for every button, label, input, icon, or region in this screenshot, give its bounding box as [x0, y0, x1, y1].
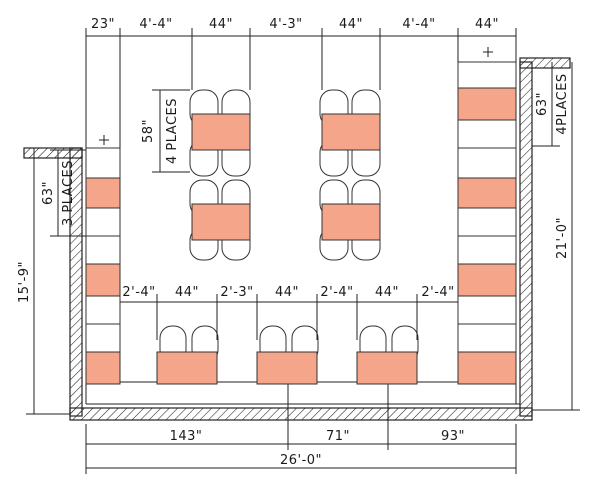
top-dim-6: 4'-4" [402, 17, 435, 32]
middle-dim-5: 2'-4" [320, 285, 353, 300]
middle-dim-1: 2'-4" [122, 285, 155, 300]
center-spacing-note: 4 PLACES [165, 98, 180, 164]
right-spacing-value: 63" [535, 92, 550, 116]
right-spacing-dimension [532, 62, 560, 147]
top-dim-3: 44" [209, 17, 233, 32]
middle-dim-7: 2'-4" [421, 285, 454, 300]
middle-dimension-line [120, 294, 458, 340]
bottom-dim-1: 143" [170, 429, 203, 444]
left-height-dim: 15'-9" [17, 261, 32, 303]
right-height-dimension-line [532, 62, 580, 411]
bottom-dimension-lines [85, 404, 517, 474]
overall-width-dim: 26'-0" [280, 453, 322, 468]
bottom-table-set-1 [156, 325, 219, 385]
bottom-table-set-2 [256, 325, 319, 385]
left-spacing-dimension [50, 149, 86, 237]
center-table-set-1 [189, 89, 251, 177]
center-table-set-2 [319, 89, 381, 177]
top-dim-4: 4'-3" [269, 17, 302, 32]
center-table-set-4 [319, 179, 381, 261]
top-dim-2: 4'-4" [139, 17, 172, 32]
cross-marker-icon [99, 135, 109, 145]
middle-dim-4: 44" [275, 285, 299, 300]
cross-marker-icon [483, 47, 493, 57]
left-height-dimension-line [26, 148, 70, 415]
right-spacing-note: 4PLACES [555, 73, 570, 134]
top-dimension-line [85, 28, 517, 148]
left-booth-seats [85, 147, 121, 353]
bottom-dim-2: 71" [326, 429, 350, 444]
middle-dim-3: 2'-3" [220, 285, 253, 300]
left-spacing-value: 63" [41, 181, 56, 205]
top-right-wall [519, 57, 571, 69]
right-wall [519, 61, 533, 417]
left-booth-tables [85, 177, 121, 385]
bottom-dim-3: 93" [441, 429, 465, 444]
right-height-dim: 21'-0" [555, 217, 570, 259]
right-booth-tables [457, 87, 517, 385]
top-dim-1: 23" [91, 17, 115, 32]
center-table-set-3 [189, 179, 251, 261]
left-spacing-note: 3 PLACES [61, 160, 76, 226]
center-spacing-value: 58" [141, 119, 156, 143]
top-dim-7: 44" [475, 17, 499, 32]
top-dim-5: 44" [339, 17, 363, 32]
bottom-table-set-3 [356, 325, 419, 385]
center-spacing-dimension [152, 89, 190, 173]
middle-dim-6: 44" [375, 285, 399, 300]
top-left-wall [23, 147, 83, 159]
walls [23, 57, 571, 421]
bottom-wall [69, 407, 533, 421]
middle-dim-2: 44" [175, 285, 199, 300]
